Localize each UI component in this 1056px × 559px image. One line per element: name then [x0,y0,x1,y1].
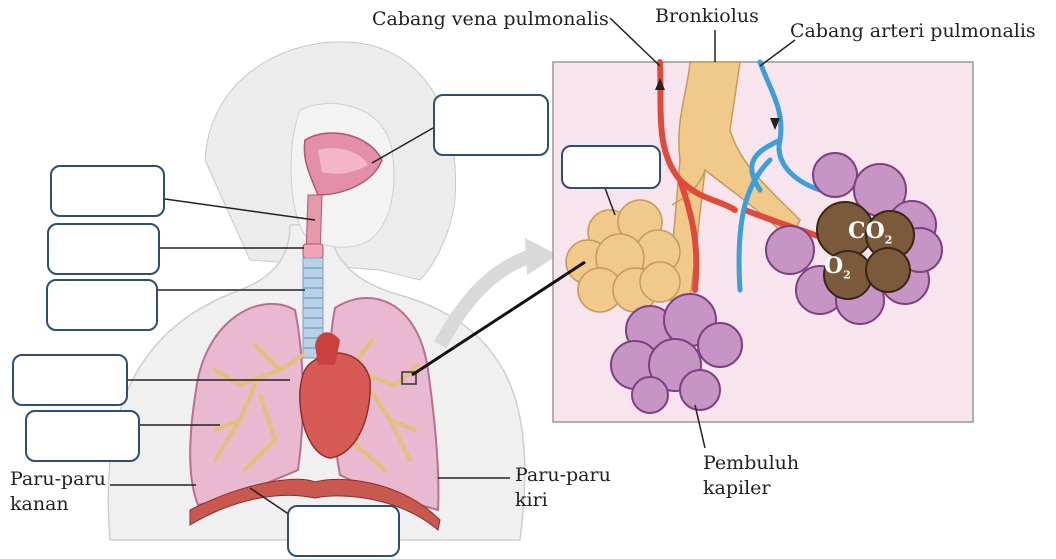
label-pembuluh-kapiler-line2: kapiler [703,477,770,499]
blank-box-larynx[interactable] [47,223,160,275]
label-cabang-vena-pulmonalis: Cabang vena pulmonalis [372,8,609,30]
label-cabang-arteri-pulmonalis: Cabang arteri pulmonalis [790,20,1036,42]
blank-box-nose[interactable] [433,94,549,156]
blank-box-trachea[interactable] [46,279,158,331]
blank-box-bronchus[interactable] [12,354,128,406]
label-pembuluh-kapiler-line1: Pembuluh [703,452,799,474]
o2-main: O [824,253,843,279]
blank-box-pharynx[interactable] [50,165,165,217]
label-paru-paru-kanan-line2: kanan [10,493,69,515]
alveolus-cross-section [817,202,914,299]
blank-box-diaphragm[interactable] [287,505,400,557]
o2-subscript: 2 [843,268,851,281]
label-paru-paru-kiri-line1: Paru-paru [515,464,611,486]
blank-box-alveolus[interactable] [561,145,661,189]
co2-label: CO2 [848,218,892,246]
label-bronkiolus: Bronkiolus [655,5,759,27]
blank-box-bronchiole[interactable] [25,410,140,462]
larynx [303,244,323,258]
co2-main: CO [848,218,885,244]
label-paru-paru-kiri-line2: kiri [515,489,548,511]
o2-label: O2 [824,253,851,281]
pointer-arrow [440,255,535,345]
label-paru-paru-kanan-line1: Paru-paru [10,468,106,490]
co2-subscript: 2 [885,233,893,246]
